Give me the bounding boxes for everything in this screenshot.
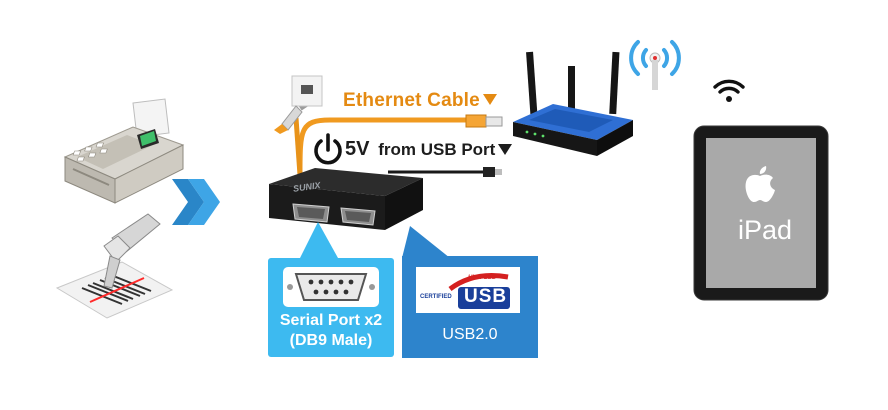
ipad-label: iPad <box>737 215 793 245</box>
double-chevron-right-icon <box>172 179 220 225</box>
wifi-icon <box>713 79 745 102</box>
ipad-icon <box>693 125 829 301</box>
wifi-signal-icon <box>629 40 681 90</box>
serial-port-line1: Serial Port x2 <box>279 312 383 329</box>
ethernet-cable-text: Ethernet Cable <box>343 90 480 111</box>
usb-certified-text: CERTIFIED <box>420 294 452 300</box>
device-server-box <box>269 168 423 230</box>
usb-plug-icon <box>483 167 502 177</box>
usb-power-label: 5V from USB Port <box>345 138 513 161</box>
usb-logo-graphic <box>448 273 510 309</box>
power-from-text: from USB Port <box>378 140 496 159</box>
triangle-down-icon <box>482 94 497 105</box>
usb-main-text: USB <box>464 286 508 307</box>
usb-certified-logo: HI-SPEED CERTIFIED USB <box>416 267 520 313</box>
db9-connector-icon <box>283 267 379 307</box>
serial-port-label: Serial Port x2 (DB9 Male) <box>270 311 392 351</box>
usb-version-label: USB2.0 <box>442 326 498 343</box>
wireless-router-icon <box>513 51 633 156</box>
ethernet-cable-label: Ethernet Cable <box>343 90 497 112</box>
barcode-scanner-icon <box>55 213 174 319</box>
power-icon <box>314 133 342 165</box>
cash-register-icon <box>63 98 185 204</box>
apple-logo-icon <box>745 166 775 202</box>
ethernet-plug-icon <box>465 114 503 128</box>
serial-port-line2: (DB9 Male) <box>289 332 373 349</box>
usb-hi-speed-text: HI-SPEED <box>468 275 497 281</box>
power-5v-text: 5V <box>345 138 370 160</box>
rj45-jack-icon <box>274 75 323 134</box>
triangle-down-icon <box>498 144 513 155</box>
